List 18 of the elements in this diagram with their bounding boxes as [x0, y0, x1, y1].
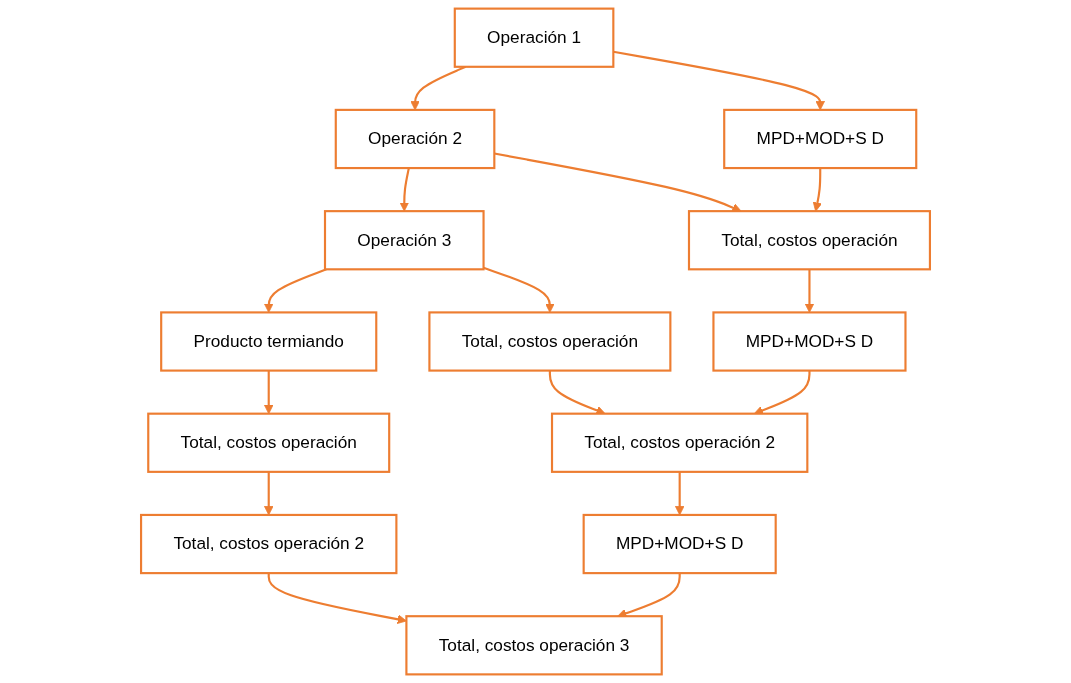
node-box: MPD+MOD+S D — [582, 513, 777, 575]
arrow — [483, 266, 555, 313]
arrow — [267, 573, 407, 624]
node-box: Total, costos operación — [428, 311, 672, 372]
node-box: Total, costos operación — [147, 412, 391, 473]
arrow — [812, 168, 823, 212]
node-box: Total, costos operación 2 — [140, 513, 398, 575]
node-box: Producto termiando — [160, 311, 378, 372]
node-box: Total, costos operación 3 — [405, 615, 663, 676]
node-box: Operación 1 — [453, 7, 615, 68]
node-box: Total, costos operación — [687, 210, 931, 271]
node-box: MPD+MOD+S D — [723, 108, 918, 170]
node-box: Total, costos operación 2 — [550, 412, 809, 473]
node-box: Operación 2 — [334, 108, 496, 170]
node-box: MPD+MOD+S D — [712, 311, 907, 372]
node-box: Operación 3 — [323, 210, 485, 271]
arrow — [804, 269, 815, 313]
arrow — [264, 268, 327, 313]
